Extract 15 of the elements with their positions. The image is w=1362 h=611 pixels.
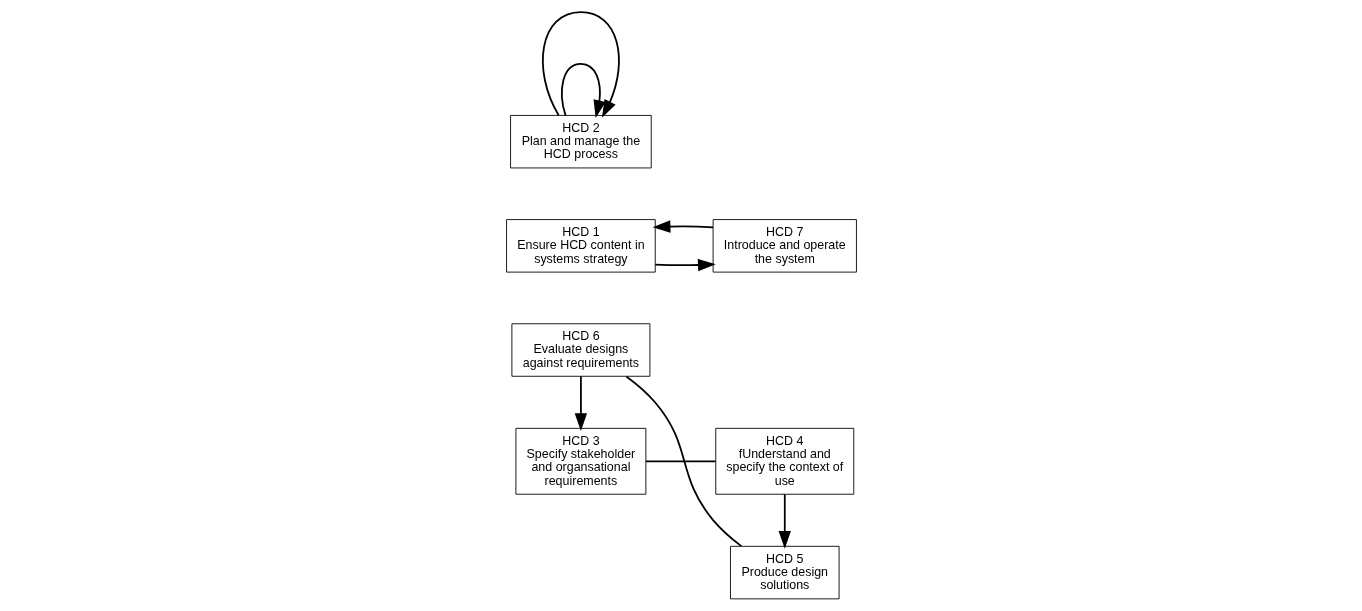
node-box: HCD 1 Ensure HCD content in systems strategy xyxy=(505,219,656,273)
node-box: HCD 6 Evaluate designs against requirements xyxy=(510,323,650,377)
node-box: HCD 4 fUnderstand and specify the context of use xyxy=(714,427,854,495)
node-box: HCD 5 Produce design solutions xyxy=(729,545,840,600)
connector xyxy=(644,460,717,463)
node-box: HCD 2 Plan and manage the HCD process xyxy=(509,115,652,169)
arrow xyxy=(652,220,714,233)
arrow xyxy=(574,375,587,431)
connector xyxy=(624,375,742,547)
arrow xyxy=(541,11,620,118)
arrow xyxy=(653,258,716,272)
node-box: HCD 7 Introduce and operate the system xyxy=(712,219,857,273)
node-box: HCD 3 Specify stakeholder and organsational requirements xyxy=(514,427,646,495)
arrow xyxy=(560,62,606,118)
arrow xyxy=(778,493,791,549)
